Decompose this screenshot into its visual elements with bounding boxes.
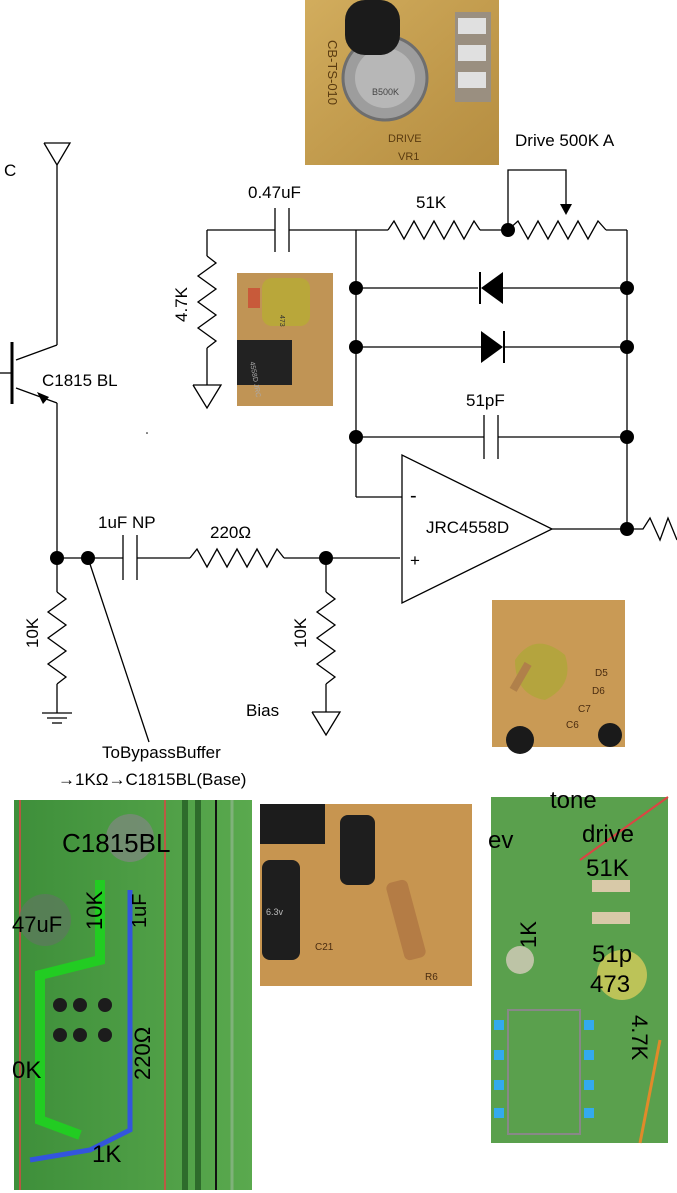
pot-photo-silk-drive: DRIVE [388,133,422,145]
bottom-right-photo-d5: D5 [595,668,608,679]
input-network: 1uF NP 220Ω ToBypassBuffer →1KΩ→C1815BL(… [50,513,400,789]
pcb-left-cap-1u: 1uF [129,894,151,928]
bypass-label-line2: →1KΩ→C1815BL(Base) [58,770,246,789]
opamp-label: JRC4558D [426,518,509,537]
board-photo-cap-marking: 6.3v [266,907,284,917]
pcb-right-tone: tone [550,787,597,814]
opamp-plus: + [410,551,420,570]
pcb-right-4k7: 4.7K [627,1015,652,1061]
resistor-220-label: 220Ω [210,523,251,542]
cap-ic-photo: 473 4558D JRC [237,273,333,406]
pcb-right-lev: ev [488,827,513,854]
transistor-label: C1815 BL [42,371,118,390]
bottom-right-photo-c6: C6 [566,720,579,731]
pcb-left-res-220: 220Ω [130,1027,155,1080]
resistor-10k-left-label: 10K [23,617,42,648]
cap-047-label: 0.47uF [248,183,301,202]
pcb-right-473: 473 [590,971,630,998]
pcb-left-c1815: C1815BL [62,828,170,858]
pcb-left-res-10k: 10K [82,891,107,930]
feedback-network: 0.47uF 4.7K 51K Drive 500K A [146,131,634,529]
cap-np-label: 1uF NP [98,513,156,532]
pot-photo: CB-TS-010 B500K DRIVE VR1 [305,0,499,165]
transistor-terminal-label: C [4,161,16,180]
pcb-right-drive: drive [582,821,634,848]
pot-photo-silk-vr: VR1 [398,151,419,163]
resistor-51k-label: 51K [416,193,447,212]
pot-photo-silk-left: CB-TS-010 [325,40,340,105]
pcb-right-1k: 1K [516,921,541,948]
resistor-10k-bias-label: 10K [291,617,310,648]
cap-ic-photo-cap-marking: 473 [278,315,285,327]
pot-photo-marking: B500K [372,87,399,97]
bottom-right-photo: D5 D6 C7 C6 [492,600,625,754]
pcb-right-photo: tone ev drive 51K 1K 51p 473 4.7K [488,787,669,1144]
bottom-right-photo-c7: C7 [578,704,591,715]
board-photo: 6.3v C21 R6 [260,804,472,986]
resistor-10k-left: 10K [23,558,72,724]
resistor-10k-bias: 10K Bias [246,551,342,737]
cap-51pf-label: 51pF [466,391,505,410]
drive-pot-label: Drive 500K A [515,131,615,150]
pcb-left-res-1k: 1K [92,1141,121,1168]
pcb-left-photo: C1815BL 47uF 10K 1uF 220Ω 0K 1K [12,800,252,1190]
bias-label: Bias [246,701,279,720]
transistor-c1815: C C1815 BL [0,142,118,558]
resistor-4k7-label: 4.7K [172,286,191,322]
pcb-left-cap-47: 47uF [12,912,62,937]
board-photo-c21: C21 [315,942,334,953]
pcb-left-res-0k: 0K [12,1057,41,1084]
bypass-label-line1: ToBypassBuffer [102,743,221,762]
bottom-right-photo-d6: D6 [592,686,605,697]
pcb-right-51k: 51K [586,855,629,882]
opamp-minus: - [410,485,417,507]
pcb-right-51p: 51p [592,941,632,968]
board-photo-r6: R6 [425,972,438,983]
opamp-jrc4558d: - + JRC4558D [356,453,677,605]
